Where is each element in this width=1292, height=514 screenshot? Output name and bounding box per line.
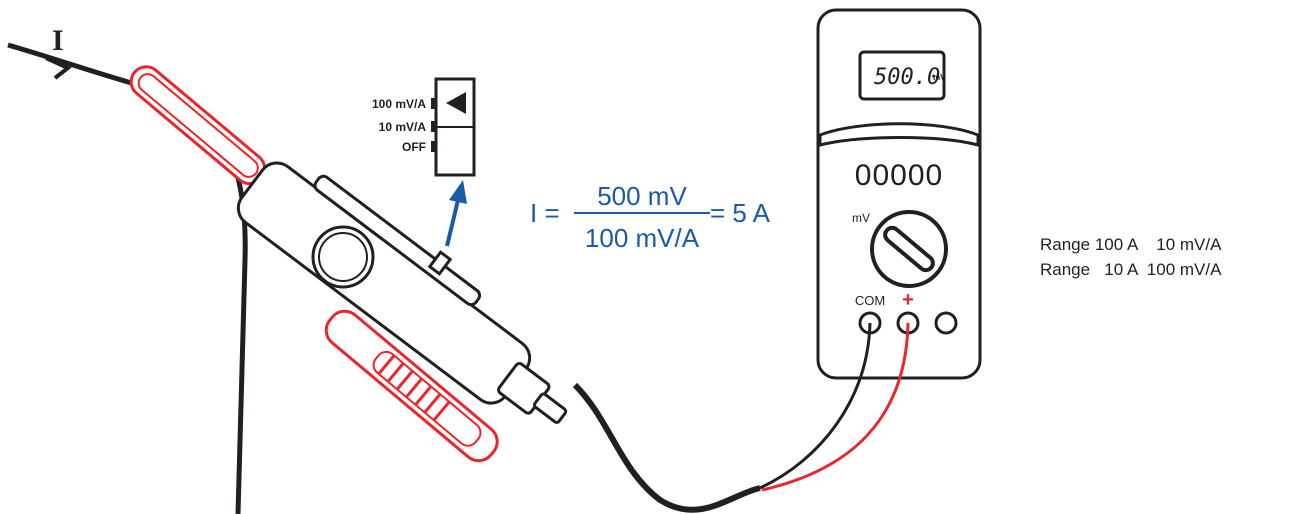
plus-label: + xyxy=(902,289,914,311)
dial-label-mv: mV xyxy=(852,211,870,225)
lcd-reading: 500.0 xyxy=(874,65,940,90)
third-jack[interactable] xyxy=(934,311,958,335)
formula-rhs: = 5 A xyxy=(710,198,771,228)
formula: I = 500 mV 100 mV/A = 5 A xyxy=(530,181,771,253)
switch-label-off: OFF xyxy=(402,140,426,154)
formula-lhs: I = xyxy=(530,198,560,228)
switch-detail: 100 mV/A 10 mV/A OFF xyxy=(372,77,476,177)
switch-label-100mv: 100 mV/A xyxy=(372,97,426,111)
clamp-hinge xyxy=(311,225,375,289)
clamp-lower-grip xyxy=(324,309,499,463)
range-note-100a: Range 100 A 10 mV/A xyxy=(1040,235,1222,254)
com-label: COM xyxy=(855,293,885,308)
switch-callout-arrow xyxy=(445,180,467,247)
formula-denominator: 100 mV/A xyxy=(585,223,700,253)
multimeter-band xyxy=(818,122,980,147)
current-label: I xyxy=(52,24,64,57)
switch-pointer-icon xyxy=(446,92,466,114)
com-test-lead xyxy=(759,322,872,490)
current-arrow-icon xyxy=(45,56,72,80)
multimeter: 500.0 mV 00000 mV COM + xyxy=(816,8,982,380)
formula-numerator: 500 mV xyxy=(597,181,687,211)
range-note-10a: Range 10 A 100 mV/A xyxy=(1040,260,1222,279)
lcd-unit: mV xyxy=(933,73,946,82)
plus-test-lead xyxy=(761,322,910,492)
range-switch-knob[interactable] xyxy=(427,250,453,276)
clamp-output-cable xyxy=(572,382,761,513)
multimeter-lcd xyxy=(858,50,946,101)
switch-label-10mv: 10 mV/A xyxy=(379,120,427,134)
dial-pointer-icon xyxy=(883,225,935,273)
clamp-upper-jaw xyxy=(129,65,267,186)
meter-digits: 00000 xyxy=(855,159,943,192)
